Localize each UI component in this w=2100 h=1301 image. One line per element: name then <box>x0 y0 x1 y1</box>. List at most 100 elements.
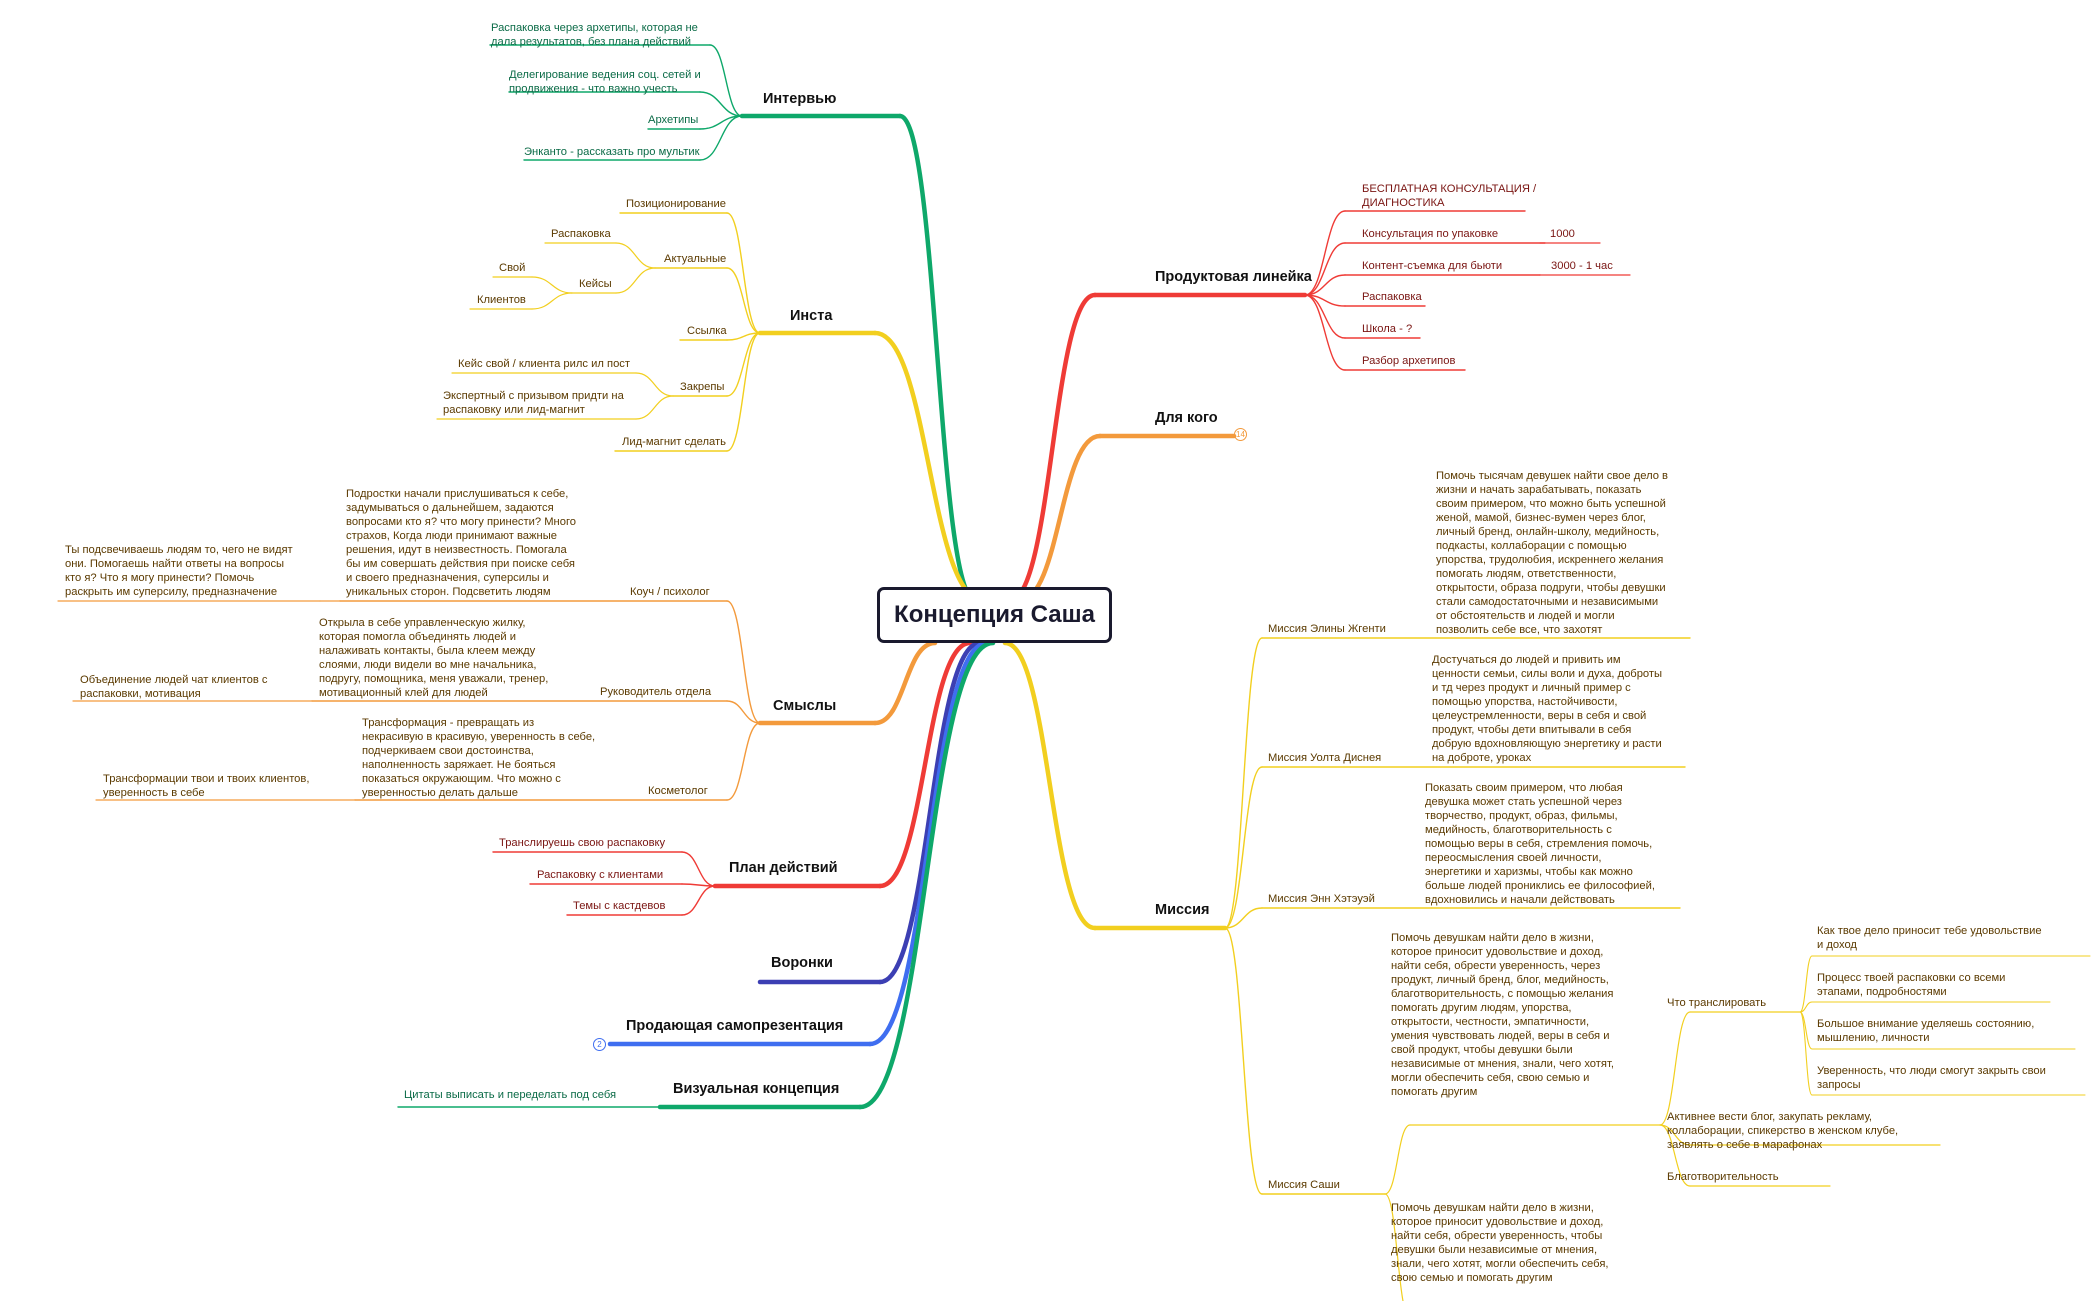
insta-pins[interactable]: Закрепы <box>680 381 725 393</box>
translate-item[interactable]: Большое внимание уделяешь состоянию, мыш… <box>1817 1018 2035 1044</box>
meanings-cosmo[interactable]: Косметолог <box>648 785 708 797</box>
trunk-interview <box>897 113 978 603</box>
insta-cases[interactable]: Кейсы <box>579 278 612 290</box>
interview-item[interactable]: Распаковка через архетипы, которая не да… <box>491 22 698 48</box>
meanings-coach-left: Ты подсвечиваешь людям то, чего не видят… <box>65 544 293 598</box>
translate-item[interactable]: Уверенность, что люди смогут закрыть сво… <box>1817 1065 2046 1091</box>
product-consult[interactable]: Консультация по упаковке <box>1362 228 1499 240</box>
insta-cases-clients[interactable]: Клиентов <box>477 294 526 306</box>
mission-walt[interactable]: Миссия Уолта Диснея <box>1268 752 1382 764</box>
branch-plan-title[interactable]: План действий <box>729 860 838 876</box>
meanings-head[interactable]: Руководитель отдела <box>600 686 712 698</box>
meanings-coach-text: Подростки начали прислушиваться к себе, … <box>346 488 576 598</box>
translate-item[interactable]: Как твое дело приносит тебе удовольствие… <box>1817 925 2042 951</box>
insta-unpacking[interactable]: Распаковка <box>551 228 611 240</box>
meanings-cosmo-text: Трансформация - превращать из некрасивую… <box>362 717 596 799</box>
insta-link <box>615 242 656 269</box>
selfpres-collapsed-badge[interactable]: 2 <box>593 1038 606 1051</box>
insta-link <box>726 267 761 334</box>
insta-link <box>726 212 761 334</box>
insta-link <box>635 395 674 420</box>
meanings-head-left: Объединение людей чат клиентов с распако… <box>80 674 268 700</box>
insta-pin-item[interactable]: Кейс свой / клиента рилс ил пост <box>458 358 631 370</box>
meanings-link <box>726 700 761 724</box>
branch-meanings-title[interactable]: Смыслы <box>773 698 837 714</box>
mission-sasha-charity[interactable]: Благотворительность <box>1667 1171 1779 1183</box>
branch-funnels-title[interactable]: Воронки <box>771 955 833 971</box>
mission-elina-text: Помочь тысячам девушек найти свое дело в… <box>1436 470 1669 636</box>
translate-link <box>1799 1011 1813 1096</box>
translate-item[interactable]: Процесс твоей распаковки со всеми этапам… <box>1817 972 2006 998</box>
interview-link <box>699 91 743 117</box>
product-link <box>1304 294 1346 371</box>
product-arch[interactable]: Разбор архетипов <box>1362 355 1456 367</box>
plan-item[interactable]: Транслируешь свою распаковку <box>499 837 666 849</box>
insta-pin-item[interactable]: Экспертный с призывом придти на распаков… <box>443 390 624 416</box>
branch-visual-title[interactable]: Визуальная концепция <box>673 1081 840 1097</box>
insta-positioning[interactable]: Позиционирование <box>626 198 726 210</box>
branch-forwhom-title[interactable]: Для кого <box>1155 410 1218 426</box>
plan-link <box>681 885 716 916</box>
product-shoot[interactable]: Контент-съемка для бьюти <box>1362 260 1503 272</box>
branch-products-title[interactable]: Продуктовая линейка <box>1155 269 1312 285</box>
product-school[interactable]: Школа - ? <box>1362 323 1413 335</box>
interview-link <box>709 44 743 117</box>
mission-ann[interactable]: Миссия Энн Хэтэуэй <box>1268 893 1375 905</box>
product-free[interactable]: БЕСПЛАТНАЯ КОНСУЛЬТАЦИЯ / ДИАГНОСТИКА <box>1362 183 1537 209</box>
branch-insta-title[interactable]: Инста <box>790 308 833 324</box>
root-node[interactable]: Концепция Саша <box>877 587 1112 643</box>
insta-leadmagnet[interactable]: Лид-магнит сделать <box>622 436 726 448</box>
mission-sasha-text-1: Помочь девушкам найти дело в жизни, кото… <box>1391 932 1614 1098</box>
translate-link <box>1799 1001 1813 1013</box>
trunk-insta <box>872 330 986 603</box>
plan-item[interactable]: Темы с кастдевов <box>573 900 666 912</box>
mission-sasha-active[interactable]: Активнее вести блог, закупать рекламу, к… <box>1667 1111 1899 1151</box>
mission-link <box>1224 907 1263 929</box>
product-link <box>1304 274 1346 296</box>
mission-elina[interactable]: Миссия Элины Жгенти <box>1268 623 1386 635</box>
insta-link <box>726 332 761 397</box>
interview-item[interactable]: Энканто - рассказать про мультик <box>524 146 700 158</box>
insta-cases-own[interactable]: Свой <box>499 262 526 274</box>
insta-link <box>726 332 761 341</box>
meanings-link <box>726 722 761 801</box>
insta-link <box>531 292 573 310</box>
product-link <box>1304 210 1346 296</box>
mission-ann-text: Показать своим примером, что любая девуш… <box>1425 782 1655 906</box>
insta-link[interactable]: Ссылка <box>687 325 727 337</box>
insta-link <box>531 276 573 294</box>
trunk-products <box>1007 292 1098 603</box>
insta-link <box>726 332 761 452</box>
product-link <box>1304 242 1346 296</box>
insta-link <box>615 267 656 294</box>
mission-link <box>1384 1124 1411 1195</box>
mission-walt-text: Достучаться до людей и привить им ценнос… <box>1432 654 1663 764</box>
trunk-selfpres <box>867 640 990 1047</box>
mission-sasha-translate[interactable]: Что транслировать <box>1667 997 1767 1009</box>
branch-selfpres-title[interactable]: Продающая самопрезентация <box>626 1018 844 1034</box>
mission-link <box>1224 766 1263 929</box>
meanings-link <box>726 600 761 724</box>
product-unpack[interactable]: Распаковка <box>1362 291 1422 303</box>
interview-item[interactable]: Архетипы <box>648 114 699 126</box>
meanings-coach[interactable]: Коуч / психолог <box>630 586 710 598</box>
plan-link <box>681 851 716 887</box>
insta-actual[interactable]: Актуальные <box>664 253 727 265</box>
meanings-cosmo-left: Трансформации твои и твоих клиентов, уве… <box>103 773 310 799</box>
trunk-visual <box>857 640 996 1110</box>
mission-sasha[interactable]: Миссия Саши <box>1268 1179 1340 1191</box>
trunk-plan <box>877 640 973 889</box>
product-consult-price[interactable]: 1000 <box>1550 228 1575 240</box>
plan-item[interactable]: Распаковку с клиентами <box>537 869 664 881</box>
interview-link <box>699 115 743 161</box>
mission-sasha-text-2: Помочь девушкам найти дело в жизни, кото… <box>1391 1202 1609 1284</box>
visual-item[interactable]: Цитаты выписать и переделать под себя <box>404 1089 617 1101</box>
forwhom-collapsed-badge[interactable]: 14 <box>1234 428 1247 441</box>
mission-link <box>1659 1124 1691 1187</box>
product-shoot-price[interactable]: 3000 - 1 час <box>1551 260 1613 272</box>
branch-mission-title[interactable]: Миссия <box>1155 902 1210 918</box>
branch-interview-title[interactable]: Интервью <box>763 91 837 107</box>
interview-item[interactable]: Делегирование ведения соц. сетей и продв… <box>509 69 701 95</box>
